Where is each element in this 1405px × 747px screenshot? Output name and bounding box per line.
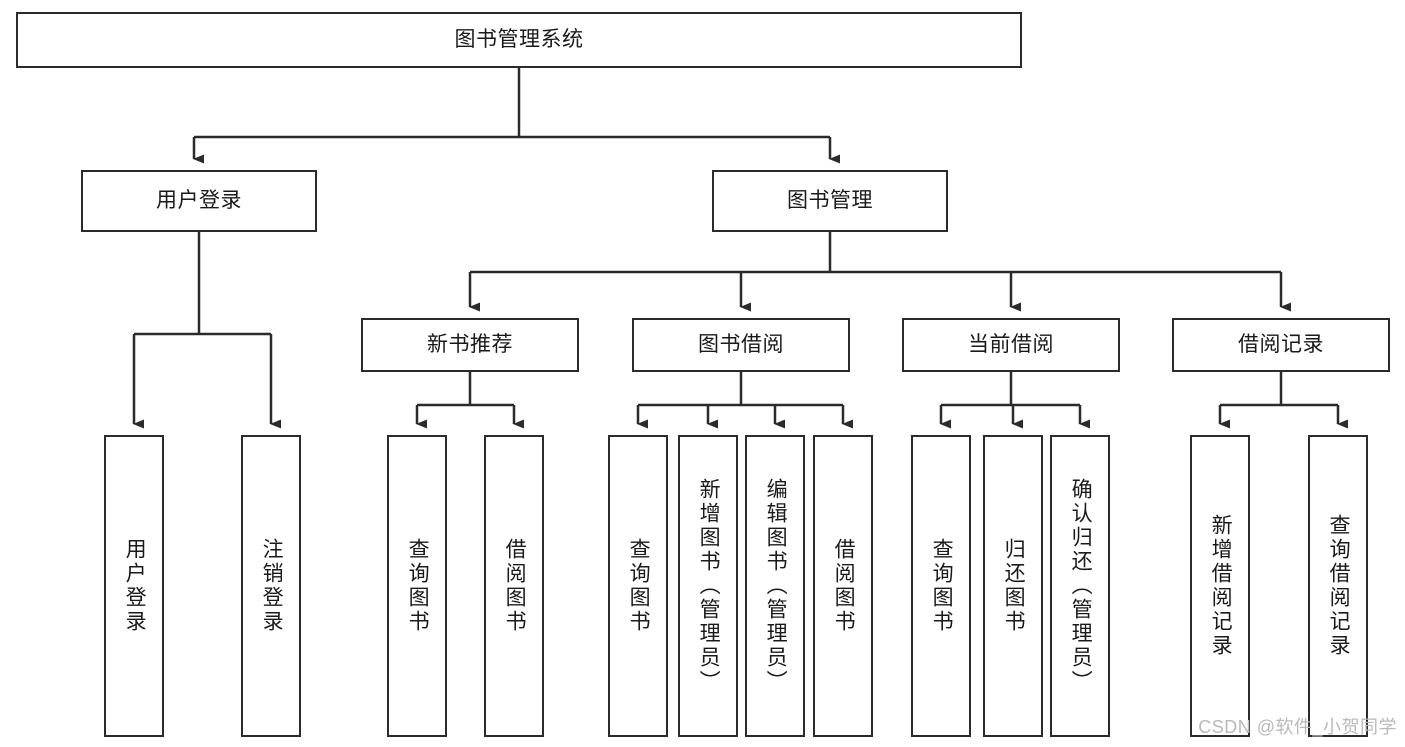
- node-label: 当前借阅: [968, 333, 1054, 357]
- node-label: 查询图书: [627, 538, 651, 634]
- node-label: 用户登录: [156, 189, 242, 213]
- node-book-manage[interactable]: 图书管理: [712, 170, 948, 232]
- node-leaf-add-record[interactable]: 新增借阅记录: [1190, 435, 1250, 737]
- node-leaf-query-book-3[interactable]: 查询图书: [911, 435, 971, 737]
- node-label: 用户登录: [123, 538, 147, 634]
- node-leaf-borrow-book-2[interactable]: 借阅图书: [813, 435, 873, 737]
- edges: [132, 68, 1348, 429]
- node-label: 查询图书: [930, 538, 954, 634]
- node-borrow-record[interactable]: 借阅记录: [1172, 318, 1390, 372]
- node-label: 查询借阅记录: [1327, 514, 1351, 658]
- node-label: 图书管理: [787, 189, 873, 213]
- node-user-login[interactable]: 用户登录: [81, 170, 317, 232]
- node-label: 归还图书: [1002, 538, 1026, 634]
- node-label: 注销登录: [260, 538, 284, 634]
- root-node[interactable]: 图书管理系统: [16, 12, 1022, 68]
- node-leaf-query-record[interactable]: 查询借阅记录: [1308, 435, 1368, 737]
- node-leaf-logout[interactable]: 注销登录: [241, 435, 301, 737]
- node-book-borrow[interactable]: 图书借阅: [632, 318, 850, 372]
- node-leaf-confirm-return[interactable]: 确认归还（管理员）: [1050, 435, 1110, 737]
- node-label: 新书推荐: [427, 333, 513, 357]
- node-label: 新增借阅记录: [1209, 514, 1233, 658]
- node-label: 新增图书（管理员）: [697, 478, 721, 694]
- node-label: 确认归还（管理员）: [1069, 478, 1093, 694]
- node-label: 图书借阅: [698, 333, 784, 357]
- node-leaf-borrow-book-1[interactable]: 借阅图书: [484, 435, 544, 737]
- node-label: 图书管理系统: [454, 28, 584, 52]
- node-label: 借阅图书: [503, 538, 527, 634]
- node-leaf-return-book[interactable]: 归还图书: [983, 435, 1043, 737]
- node-label: 编辑图书（管理员）: [764, 478, 788, 694]
- node-leaf-query-book-2[interactable]: 查询图书: [608, 435, 668, 737]
- node-leaf-edit-book[interactable]: 编辑图书（管理员）: [745, 435, 805, 737]
- node-current-borrow[interactable]: 当前借阅: [902, 318, 1120, 372]
- node-leaf-add-book[interactable]: 新增图书（管理员）: [678, 435, 738, 737]
- node-leaf-query-book-1[interactable]: 查询图书: [387, 435, 447, 737]
- node-label: 借阅记录: [1238, 333, 1324, 357]
- node-label: 查询图书: [406, 538, 430, 634]
- node-leaf-user-login[interactable]: 用户登录: [104, 435, 164, 737]
- node-label: 借阅图书: [832, 538, 856, 634]
- node-new-book-recommend[interactable]: 新书推荐: [361, 318, 579, 372]
